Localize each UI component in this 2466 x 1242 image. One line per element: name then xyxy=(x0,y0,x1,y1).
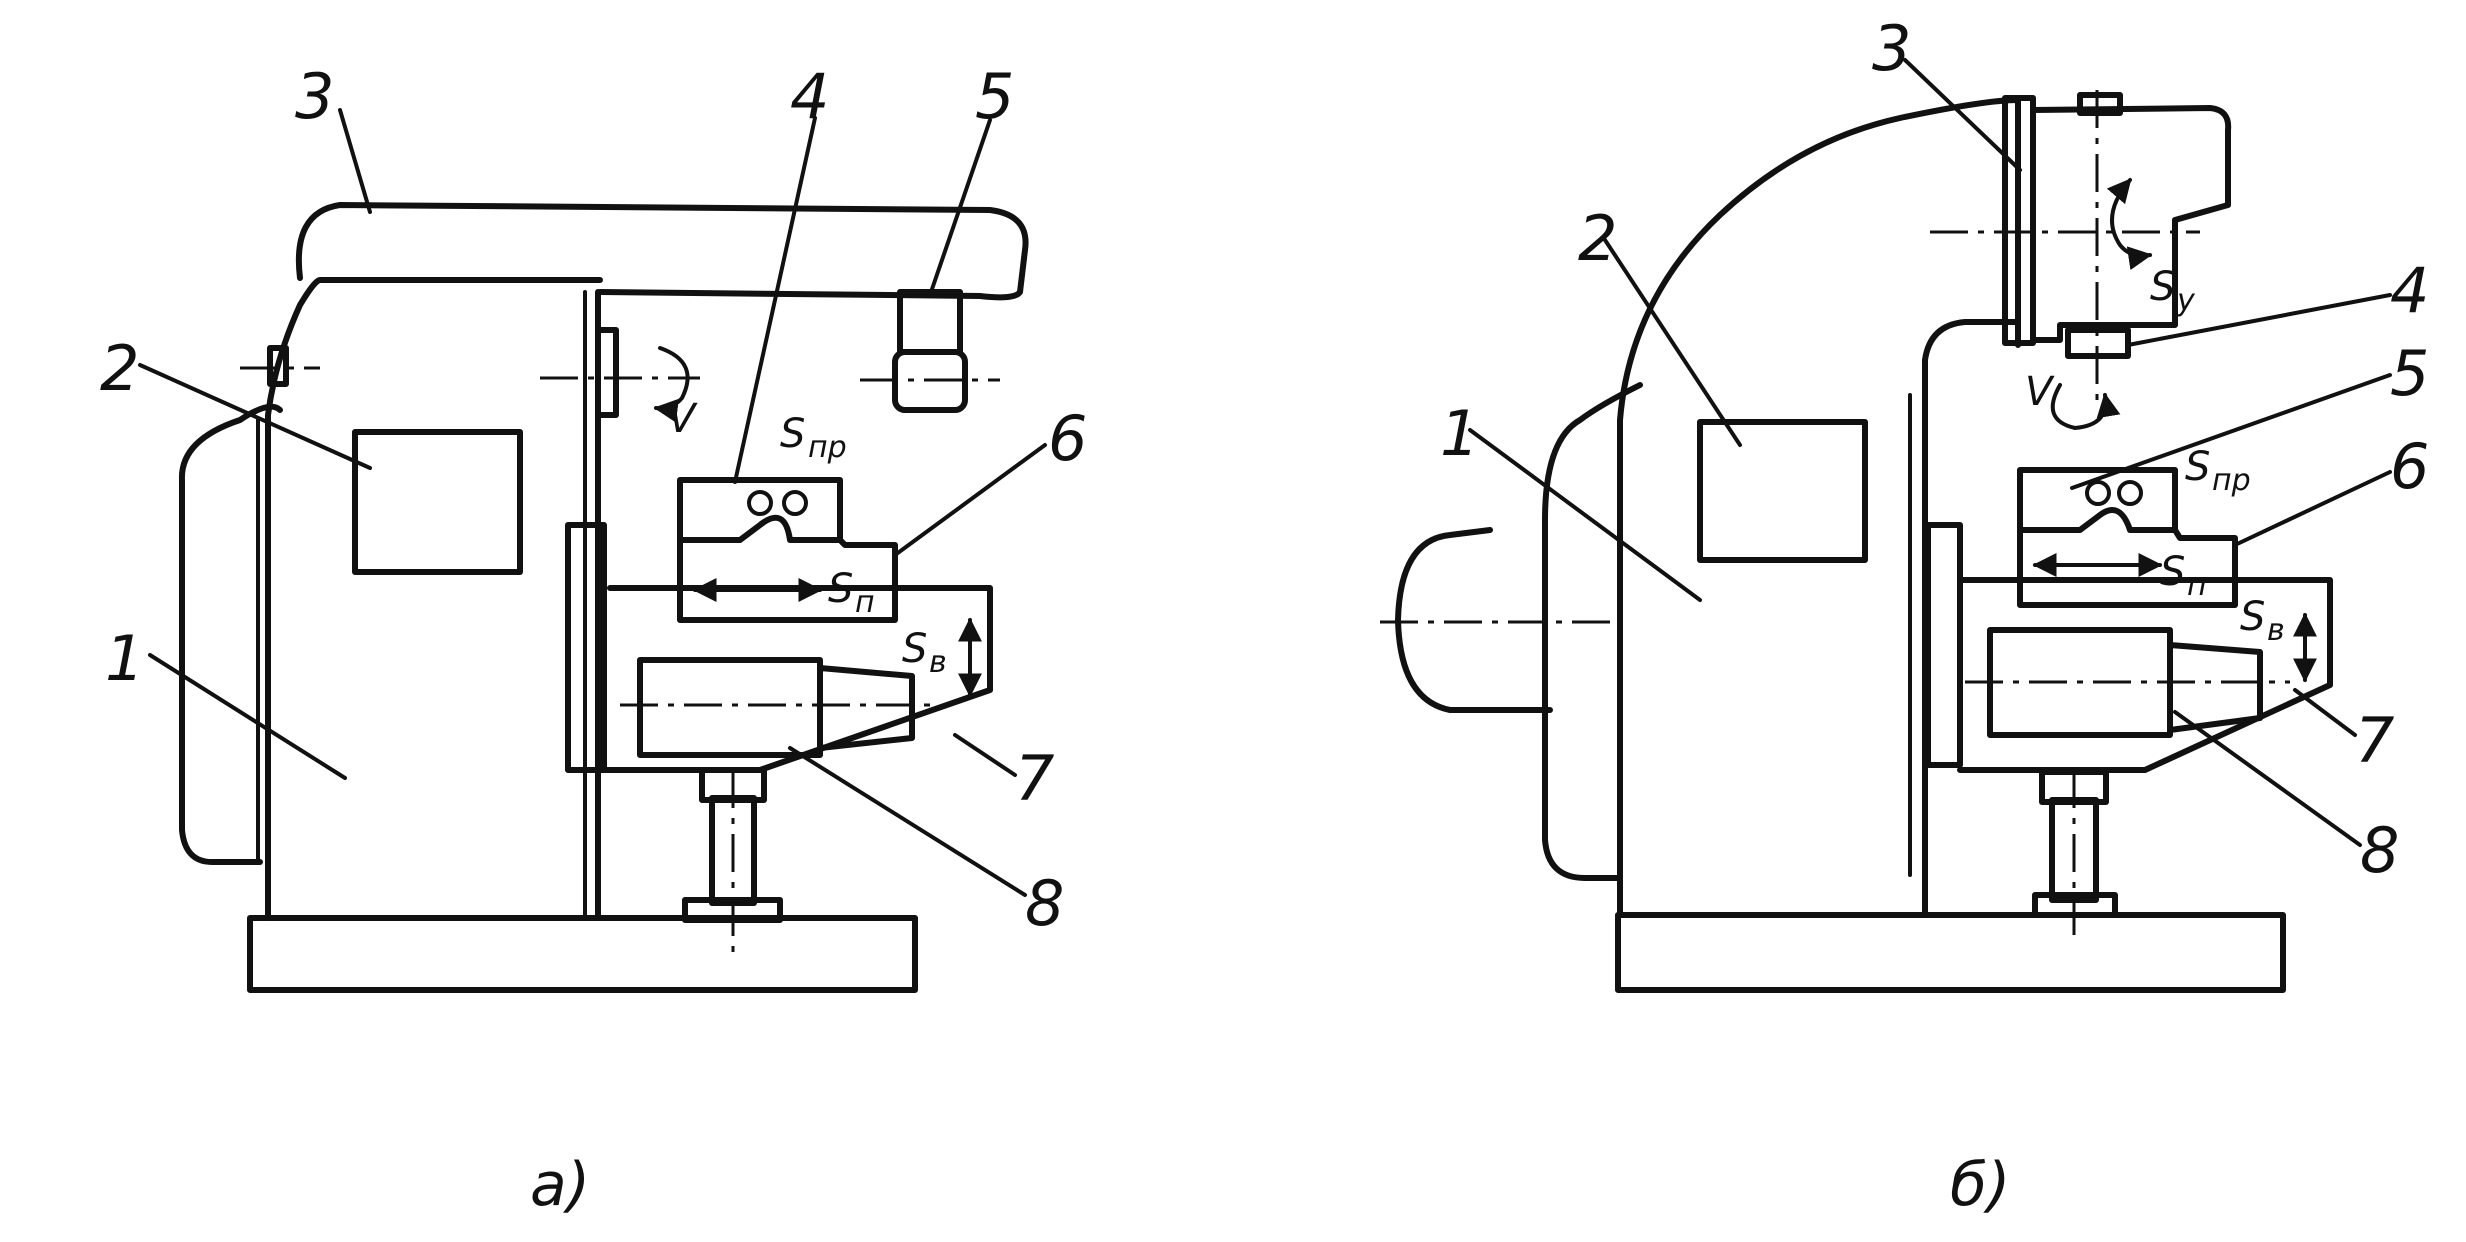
a-leader-7 xyxy=(953,733,1017,777)
b-spindle-rotation xyxy=(2050,383,2121,431)
b-saddle xyxy=(2017,527,2238,608)
b-symbol-sy: S у xyxy=(2150,264,2196,318)
b-label-1: 1 xyxy=(1440,397,1479,470)
figure-a: 3 4 5 2 1 6 7 8 V S пр S п S в а) xyxy=(100,60,1087,1220)
b-knee xyxy=(1957,577,2333,773)
b-leader-5 xyxy=(2070,373,2392,490)
a-knee-cone xyxy=(817,665,915,751)
a-symbol-v: V xyxy=(668,396,698,442)
b-label-6: 6 xyxy=(2390,430,2429,503)
a-label-1: 1 xyxy=(105,622,144,695)
a-symbol-sp: S п xyxy=(828,566,875,620)
svg-text:S: S xyxy=(2185,444,2210,490)
a-label-3: 3 xyxy=(295,60,334,133)
b-head-cap xyxy=(2077,92,2123,116)
a-table-knob-2 xyxy=(782,490,808,516)
b-leader-3 xyxy=(1903,58,2022,172)
b-leader-1 xyxy=(1468,428,1702,602)
b-knee-slide xyxy=(1925,522,1963,768)
a-rotation-arrow xyxy=(653,346,690,423)
b-base xyxy=(1615,912,2286,993)
b-leader-2 xyxy=(1603,238,1742,447)
b-head-plate xyxy=(2002,95,2036,346)
b-table-knob-2 xyxy=(2117,480,2143,506)
svg-text:п: п xyxy=(2187,568,2207,603)
svg-text:п: п xyxy=(855,585,875,620)
svg-text:S: S xyxy=(902,626,927,672)
b-column xyxy=(1617,97,2021,918)
a-leader-3 xyxy=(338,108,372,214)
b-label-2: 2 xyxy=(1578,202,1617,275)
a-table xyxy=(677,477,843,543)
a-overarm xyxy=(295,202,1029,301)
svg-text:пр: пр xyxy=(808,430,847,465)
a-symbol-spr: S пр xyxy=(780,411,847,465)
a-spindle xyxy=(595,327,619,418)
svg-text:S: S xyxy=(780,411,805,457)
a-saddle xyxy=(677,537,898,623)
b-knee-cone xyxy=(2167,642,2263,733)
b-table xyxy=(2017,467,2178,533)
a-caption: а) xyxy=(530,1150,590,1220)
b-label-7: 7 xyxy=(2355,704,2394,777)
svg-text:у: у xyxy=(2176,283,2196,318)
a-label-6: 6 xyxy=(1048,402,1087,475)
b-label-8: 8 xyxy=(2360,814,2399,887)
a-symbol-sv: S в xyxy=(902,626,947,680)
a-knee-slide xyxy=(565,522,607,773)
b-label-4: 4 xyxy=(2390,254,2429,327)
svg-text:S: S xyxy=(2160,549,2185,595)
a-base xyxy=(247,915,918,993)
b-caption: б) xyxy=(1950,1150,2010,1220)
a-leader-8 xyxy=(788,746,1027,897)
svg-text:S: S xyxy=(828,566,853,612)
b-leader-6 xyxy=(2233,470,2392,547)
b-head-rotation xyxy=(2106,178,2153,271)
a-leader-5 xyxy=(928,118,992,297)
a-table-knob-1 xyxy=(747,490,773,516)
a-label-4: 4 xyxy=(790,60,829,133)
a-leader-2 xyxy=(138,363,372,470)
a-leader-6 xyxy=(893,443,1047,557)
a-motor xyxy=(178,403,283,865)
b-table-knob-1 xyxy=(2085,480,2111,506)
svg-text:в: в xyxy=(2267,613,2285,648)
a-leader-4 xyxy=(733,116,817,484)
b-motor xyxy=(1395,527,1553,713)
svg-text:S: S xyxy=(2150,264,2175,310)
b-symbol-v: V xyxy=(2025,369,2055,415)
b-gearbox xyxy=(1697,419,1868,563)
b-motor-housing xyxy=(1542,382,1643,881)
svg-text:пр: пр xyxy=(2212,463,2251,498)
a-label-2: 2 xyxy=(100,332,139,405)
a-column xyxy=(265,277,603,921)
b-label-3: 3 xyxy=(1872,12,1911,85)
b-symbol-sv: S в xyxy=(2240,594,2285,648)
figure-b: 3 2 1 4 5 6 7 8 V S у S пр S п S в б) xyxy=(1380,12,2429,1220)
a-bolt xyxy=(267,345,289,387)
a-label-5: 5 xyxy=(975,60,1014,133)
a-label-7: 7 xyxy=(1015,742,1054,815)
a-support-upper xyxy=(897,289,963,355)
b-head xyxy=(2030,105,2232,343)
a-leader-1 xyxy=(148,653,347,780)
svg-text:S: S xyxy=(2240,594,2265,640)
a-label-8: 8 xyxy=(1025,867,1064,940)
svg-text:в: в xyxy=(929,645,947,680)
b-column-front xyxy=(1922,319,2021,918)
b-leader-4 xyxy=(2126,293,2392,347)
b-symbol-spr: S пр xyxy=(2185,444,2251,498)
b-label-5: 5 xyxy=(2390,337,2429,410)
b-leader-7 xyxy=(2293,688,2357,737)
b-leader-8 xyxy=(2173,710,2362,847)
b-symbol-sp: S п xyxy=(2160,549,2207,603)
a-knee-gearbox xyxy=(637,657,823,758)
a-gearbox xyxy=(352,429,523,575)
